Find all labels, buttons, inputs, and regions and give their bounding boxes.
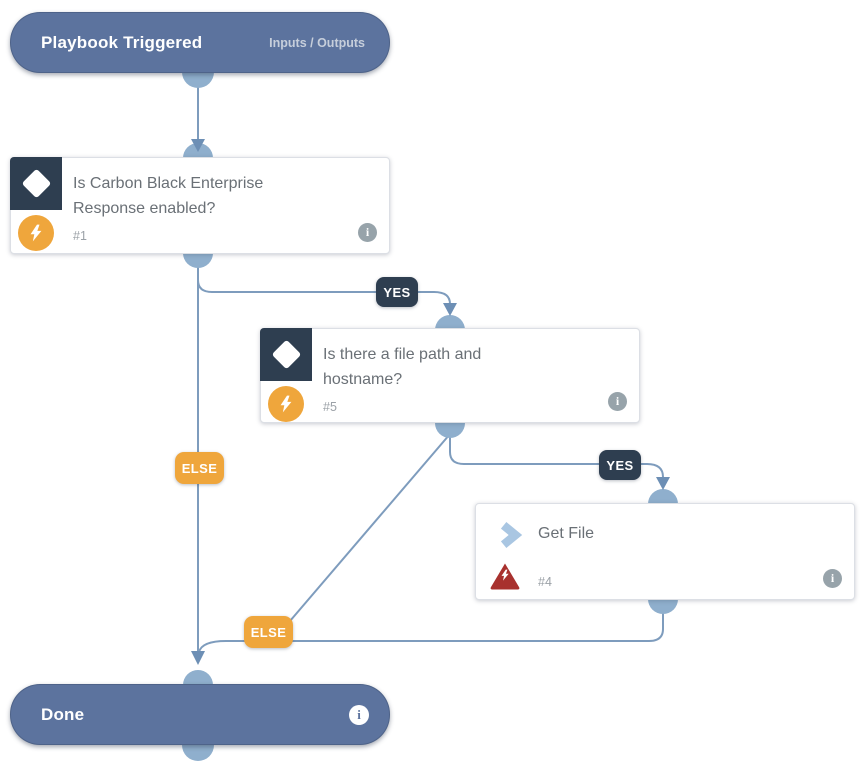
info-icon[interactable]: i	[358, 223, 377, 242]
inputs-outputs-link[interactable]: Inputs / Outputs	[269, 35, 365, 50]
yes-badge-cond2: YES	[599, 450, 641, 480]
task-number: #1	[73, 229, 87, 243]
error-bolt-icon	[489, 560, 521, 592]
playbook-trigger-node[interactable]: Playbook Triggered Inputs / Outputs	[10, 12, 390, 73]
edge-cond2-else-diagonal	[289, 433, 451, 622]
edge-task-to-done	[198, 610, 664, 653]
task-title: Is there a file path and hostname?	[323, 346, 482, 388]
condition-diamond-icon	[260, 328, 312, 381]
edge-cond2-yes-branch	[449, 432, 664, 478]
arrow-into-done	[191, 651, 205, 665]
trigger-title: Playbook Triggered	[41, 32, 203, 52]
done-node[interactable]: Done i	[10, 684, 390, 745]
condition-card-1[interactable]: Is Carbon Black Enterprise Response enab…	[10, 157, 390, 254]
task-number: #4	[538, 575, 552, 589]
automation-bolt-icon	[268, 386, 304, 422]
info-icon[interactable]: i	[608, 392, 627, 411]
get-file-task-card[interactable]: Get File #4 i	[475, 503, 855, 600]
info-icon[interactable]: i	[349, 704, 369, 725]
subplaybook-chevron-icon	[494, 520, 524, 550]
info-icon[interactable]: i	[823, 569, 842, 588]
arrow-into-cond1	[191, 139, 205, 152]
task-number: #5	[323, 400, 337, 414]
yes-badge-cond1: YES	[376, 277, 418, 307]
edge-cond1-yes-branch	[197, 262, 451, 305]
arrow-into-cond2	[443, 303, 457, 316]
arrow-into-task	[656, 477, 670, 490]
condition-diamond-icon	[10, 157, 62, 210]
else-badge-cond1: ELSE	[175, 452, 224, 484]
task-title: Get File	[538, 525, 595, 542]
task-title: Is Carbon Black Enterprise Response enab…	[73, 175, 264, 217]
else-badge-cond2: ELSE	[244, 616, 293, 648]
done-title: Done	[41, 704, 85, 724]
automation-bolt-icon	[18, 215, 54, 251]
condition-card-5[interactable]: Is there a file path and hostname? #5 i	[260, 328, 640, 423]
